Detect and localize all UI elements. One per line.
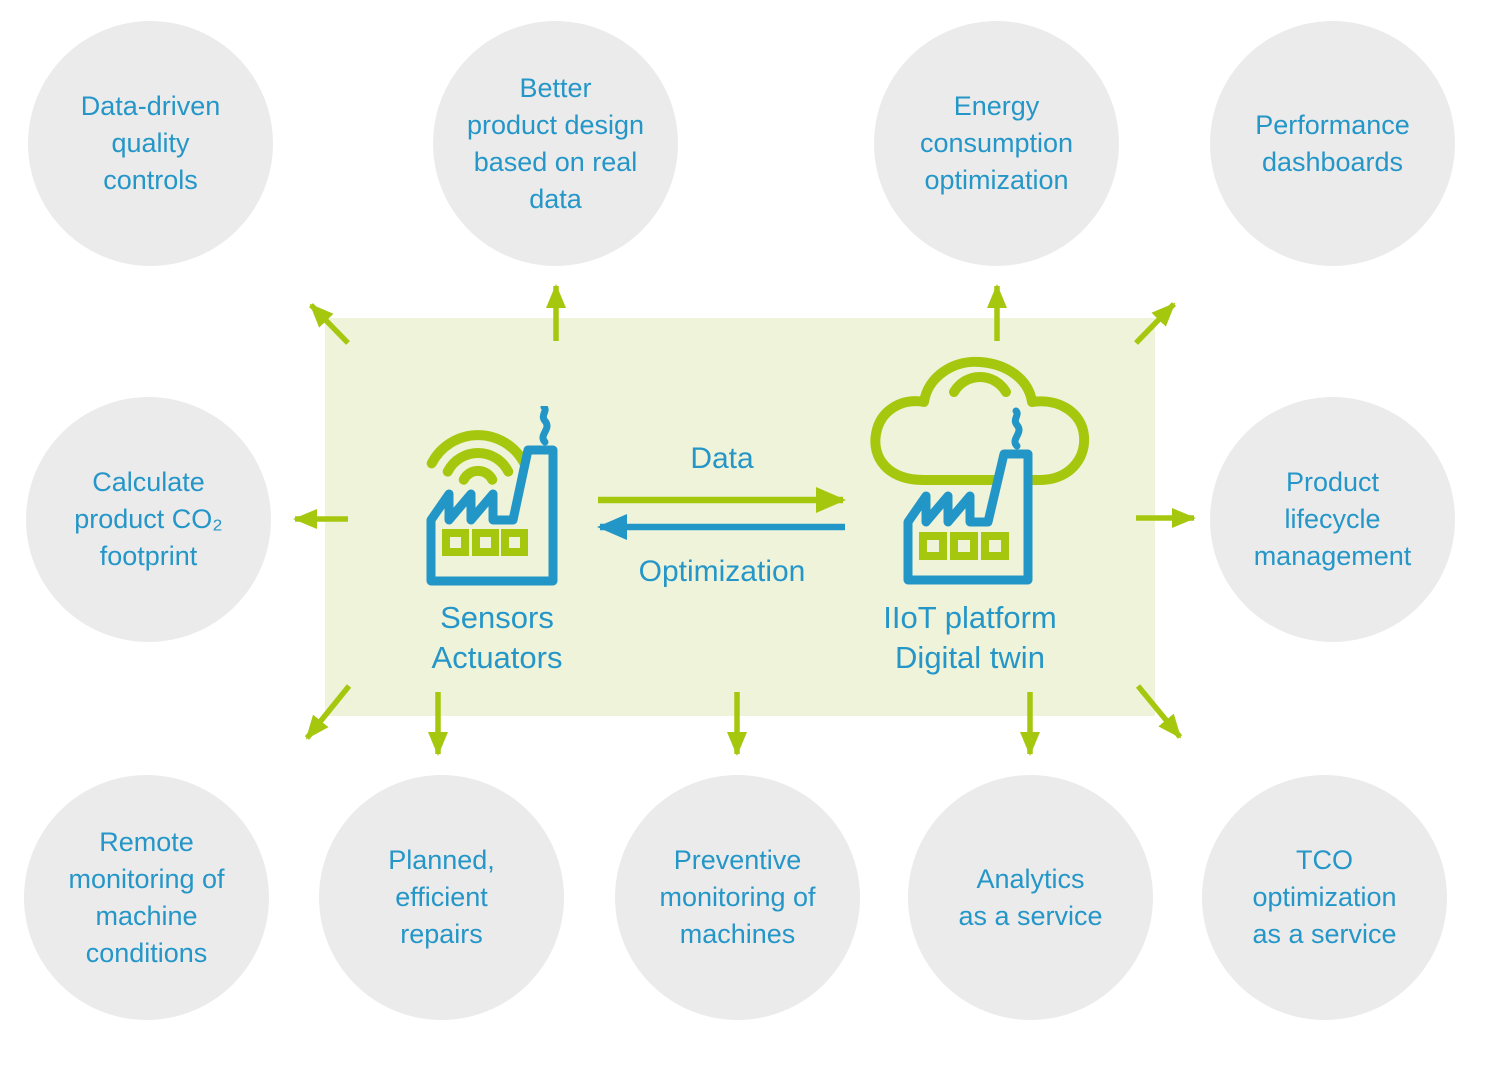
benefit-text-line: TCO [1296, 845, 1353, 875]
sensors-label-line: Sensors [440, 600, 554, 635]
benefit-text-line: monitoring of [659, 882, 816, 912]
benefit-text-line: Product [1285, 467, 1380, 497]
benefit-text-line: as a service [958, 900, 1103, 931]
benefit-circle-energy-consumption-optimization: Energy consumption optimization [874, 21, 1119, 266]
benefit-text-line: machines [679, 919, 796, 949]
benefit-circle-analytics-as-a-service: Analytics as a service [908, 775, 1153, 1020]
benefit-text-line: product design [466, 109, 645, 140]
benefit-text-line: optimization [924, 165, 1069, 195]
factory-sensors-icon [426, 406, 558, 586]
benefit-text-line: lifecycle [1284, 504, 1381, 534]
benefit-text-line: Better [519, 72, 592, 103]
factory-windows [919, 532, 1009, 560]
benefit-text-line: Planned, [388, 845, 495, 875]
benefit-text-line: controls [103, 165, 198, 195]
iiot-platform-digital-twin-label: IIoT platform Digital twin [883, 598, 1056, 678]
cloud-icon [870, 356, 1090, 485]
benefit-text-line: management [1253, 541, 1412, 571]
cloud-platform-icon [870, 356, 1090, 585]
actuators-label-line: Actuators [431, 640, 563, 675]
benefit-circle-performance-dashboards: Performance dashboards [1210, 21, 1455, 266]
benefit-circle-preventive-monitoring-of-machines: Preventive monitoring of machines [615, 775, 860, 1020]
iiot-platform-label-line: IIoT platform [883, 600, 1057, 635]
benefit-text-line: Energy [953, 91, 1040, 121]
benefit-text-line: quality [111, 128, 190, 158]
factory-outline [903, 449, 1033, 585]
benefit-text-line: data [529, 183, 582, 214]
data-flow-label: Data [690, 442, 754, 475]
benefit-circle-product-lifecycle-management: Product lifecycle management [1210, 397, 1455, 642]
benefit-text-line: Remote [99, 826, 194, 857]
digital-twin-label-line: Digital twin [895, 640, 1045, 675]
benefit-circle-planned-efficient-repairs: Planned, efficient repairs [319, 775, 564, 1020]
benefit-circle-data-driven-quality-controls: Data-driven quality controls [28, 21, 273, 266]
sensors-actuators-label: Sensors Actuators [432, 598, 563, 678]
benefit-text-line: Performance [1255, 109, 1410, 140]
benefit-text-line: efficient [395, 882, 488, 912]
benefit-circle-calculate-product-co2-footprint: Calculate product CO₂ footprint [26, 397, 271, 642]
benefit-text-line: as a service [1252, 919, 1397, 949]
benefit-text-line: dashboards [1261, 146, 1404, 177]
benefit-text-line: consumption [919, 128, 1074, 158]
benefit-text-line: repairs [400, 919, 483, 949]
smoke-icon [1011, 407, 1023, 450]
benefit-text-line: product CO₂ [74, 504, 223, 534]
benefit-text-line: conditions [85, 937, 208, 968]
benefit-text-line: Calculate [92, 467, 205, 497]
optimization-flow-label: Optimization [638, 555, 806, 588]
benefit-circle-tco-optimization-as-a-service: TCO optimization as a service [1202, 775, 1447, 1020]
factory-windows [442, 529, 528, 556]
smoke-icon [539, 406, 551, 446]
benefit-text-line: machine [95, 900, 198, 931]
benefit-text-line: Preventive [673, 845, 802, 875]
benefit-text-line: Analytics [976, 863, 1085, 894]
benefit-circle-remote-monitoring-of-machine-conditions: Remote monitoring of machine conditions [24, 775, 269, 1020]
benefit-text-line: optimization [1252, 882, 1397, 912]
benefit-text-line: monitoring of [68, 863, 225, 894]
benefit-circle-better-product-design: Better product design based on real data [433, 21, 678, 266]
benefit-text-line: footprint [99, 541, 198, 571]
cloud-inner-arc [949, 371, 1011, 397]
benefit-text-line: Data-driven [80, 91, 221, 121]
benefit-text-line: based on real [473, 146, 638, 177]
wifi-icon [426, 430, 530, 485]
